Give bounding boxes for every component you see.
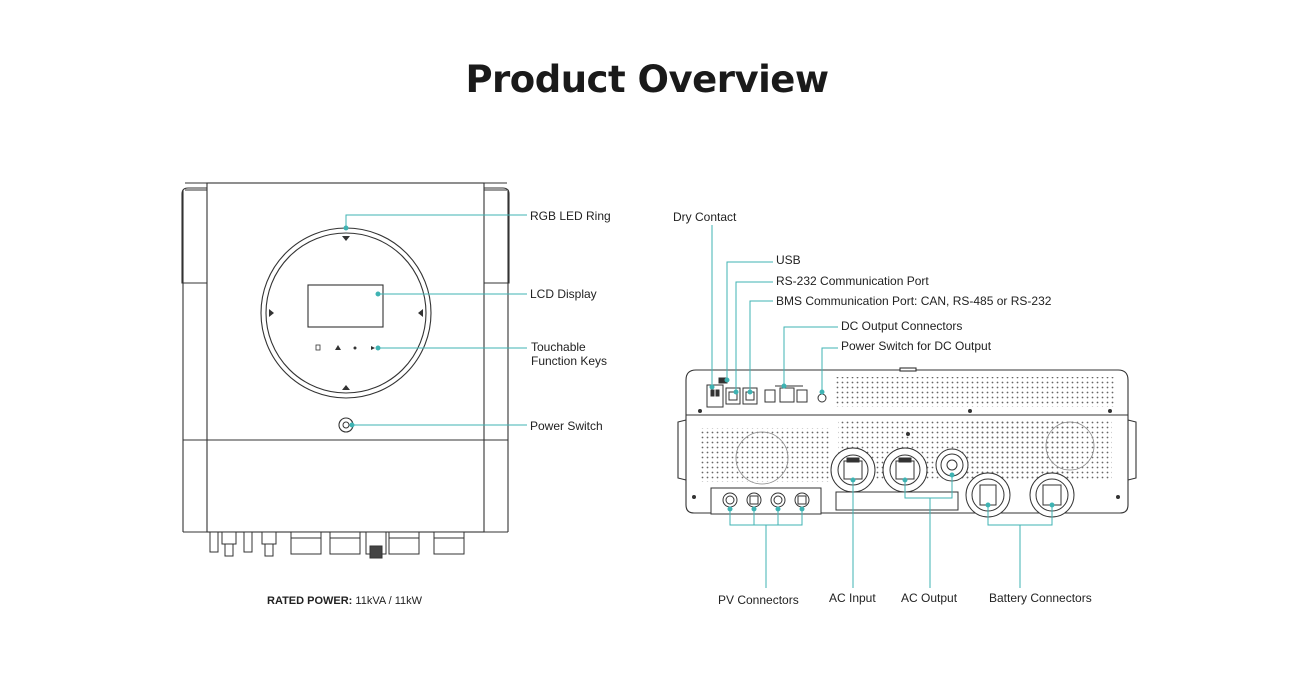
bottom-callout-lines [709, 225, 1055, 588]
label-touchable-keys-2: Function Keys [531, 354, 607, 368]
front-bottom-connectors [209, 531, 465, 559]
label-rgb-led-ring: RGB LED Ring [530, 209, 611, 223]
right-vent-2 [965, 420, 1075, 480]
screws [692, 409, 1120, 499]
label-ac-input: AC Input [829, 591, 876, 605]
power-switch-button[interactable] [338, 417, 354, 433]
label-usb: USB [776, 253, 801, 267]
label-power-switch: Power Switch [530, 419, 603, 433]
label-battery-connectors: Battery Connectors [989, 591, 1092, 605]
comm-ports [706, 377, 827, 408]
pv-connectors-panel [710, 487, 822, 515]
label-bms: BMS Communication Port: CAN, RS-485 or R… [776, 294, 1052, 308]
label-plate [835, 491, 959, 511]
label-touchable-keys-1: Touchable [531, 340, 586, 354]
battery-connector-1 [965, 472, 1011, 518]
rated-power-value: 11kVA / 11kW [352, 595, 422, 607]
left-vent [700, 428, 830, 482]
label-lcd-display: LCD Display [530, 287, 597, 301]
label-dc-output-connectors: DC Output Connectors [841, 319, 962, 333]
front-view-inverter [181, 182, 510, 533]
fan-circles [735, 421, 1095, 485]
lcd-display [307, 284, 384, 328]
ac-input-connector [830, 447, 876, 493]
page-title: Product Overview [465, 58, 829, 101]
label-dry-contact: Dry Contact [673, 210, 737, 224]
ac-output-connector [882, 447, 928, 493]
rated-power: RATED POWER: 11kVA / 11kW [267, 595, 423, 607]
top-vent [835, 377, 1115, 407]
bottom-view-inverter [677, 367, 1137, 514]
label-ac-output: AC Output [901, 591, 958, 605]
label-pv-connectors: PV Connectors [718, 593, 799, 607]
rated-power-label: RATED POWER: [267, 595, 352, 607]
front-callout-lines [343, 214, 527, 428]
function-keys[interactable] [315, 344, 375, 351]
label-rs232: RS-232 Communication Port [776, 274, 929, 288]
label-power-switch-dc: Power Switch for DC Output [841, 339, 992, 353]
battery-connector-2 [1029, 472, 1075, 518]
